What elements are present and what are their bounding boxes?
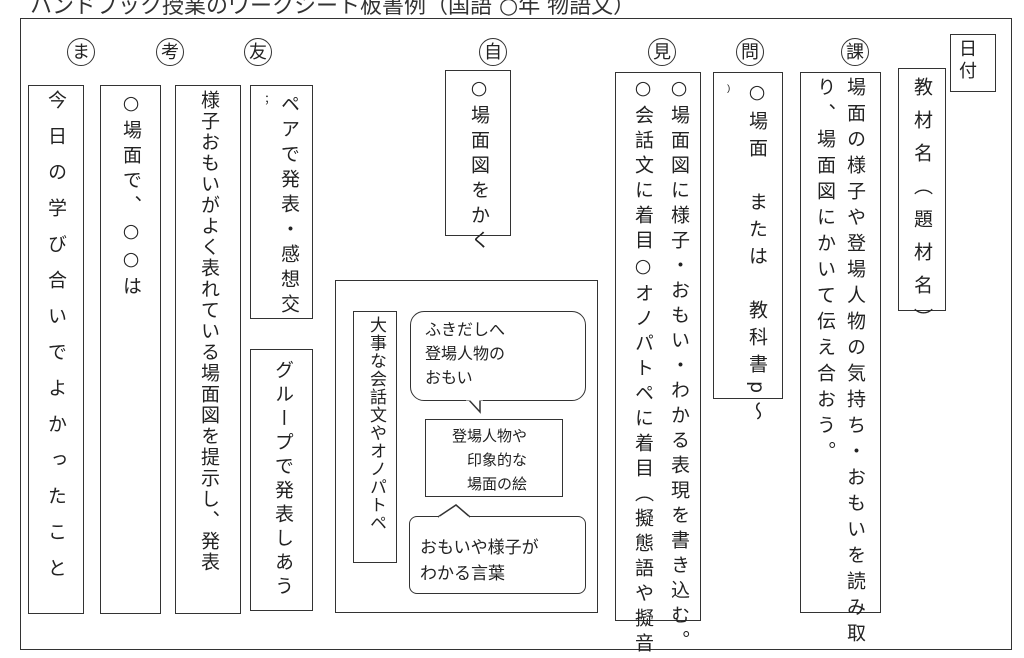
scene-drawing-area: 大事な会話文やオノパトペ ふきだしへ 登場人物の おもい 登場人物や 印象的な …: [335, 280, 598, 613]
bubble-tail-icon: [437, 504, 471, 519]
task-box: 場面の様子や登場人物の気持ち・おもいを読み取 り、場面図にかいて伝え合おう。: [800, 72, 881, 649]
summary-text: 今日の学び合いでよかったこと: [45, 90, 67, 594]
self-task-box: ○場面図をかく: [445, 70, 511, 255]
think-scene-box: ○場面で、○○は: [100, 85, 161, 614]
group-box: グループで発表しあう: [250, 349, 313, 611]
date-label: 日付: [959, 39, 977, 82]
observe-line-1: ○場面図に様子・おもい・わかる表現を書き込む。: [668, 77, 690, 655]
group-text: グループで発表しあう: [272, 360, 294, 600]
page-title: ハンドブック授業のワークシート板書例（国語 ○年 物語文）: [30, 0, 636, 19]
header-ji: 自: [479, 38, 507, 66]
bubble-bottom-text: おもいや様子が わかる言葉: [420, 538, 539, 584]
pair-box: ペアで発表・感想交 ︔: [250, 85, 313, 319]
dialogue-text: 大事な会話文やオノパトペ: [366, 316, 386, 532]
task-line-2: り、場面図にかいて伝え合おう。: [814, 77, 836, 467]
think-scene-text: ○場面で、○○は: [120, 92, 142, 301]
header-ken: 見: [648, 38, 676, 66]
date-box: 日付: [950, 34, 996, 92]
header-kou: 考: [156, 38, 184, 66]
picture-box: 登場人物や 印象的な 場面の絵: [425, 419, 563, 497]
observe-box: ○場面図に様子・おもい・わかる表現を書き込む。 ○会話文に着目○オノパトペに着目…: [615, 72, 701, 658]
whiteboard-frame: [20, 18, 1012, 650]
header-mon: 問: [736, 38, 764, 66]
header-tomo: 友: [244, 38, 272, 66]
dialogue-box: 大事な会話文やオノパトペ: [353, 311, 397, 563]
task-line-1: 場面の様子や登場人物の気持ち・おもいを読み取: [844, 77, 866, 649]
think-box: 様子おもいがよく表れている場面図を提示し、発表: [175, 85, 241, 614]
question-mark: ﹚: [722, 81, 736, 96]
bubble-tail-icon: [466, 398, 483, 414]
summary-box: 今日の学び合いでよかったこと: [28, 85, 84, 614]
bubble-top-text: ふきだしへ 登場人物の おもい: [425, 320, 506, 387]
observe-line-2: ○会話文に着目○オノパトペに着目（擬態語や擬音: [632, 77, 654, 658]
speech-bubble-bottom: おもいや様子が わかる言葉: [409, 516, 586, 594]
material-name: 教材名（題材名）: [911, 77, 933, 341]
self-task: ○場面図をかく: [468, 77, 490, 255]
think-text: 様子おもいがよく表れている場面図を提示し、発表: [198, 90, 220, 573]
speech-bubble-top: ふきだしへ 登場人物の おもい: [410, 311, 586, 401]
header-ka: 課: [841, 38, 869, 66]
pair-text: ペアで発表・感想交: [278, 94, 300, 319]
picture-text: 登場人物や 印象的な 場面の絵: [452, 427, 528, 493]
question-text: ○場面 または 教科書p～: [746, 81, 768, 429]
friend-mark: ︔: [259, 94, 270, 107]
header-ma: ま: [67, 38, 95, 66]
material-box: 教材名（題材名）: [898, 68, 946, 341]
question-box: ○場面 または 教科書p～ ﹚: [713, 72, 783, 428]
